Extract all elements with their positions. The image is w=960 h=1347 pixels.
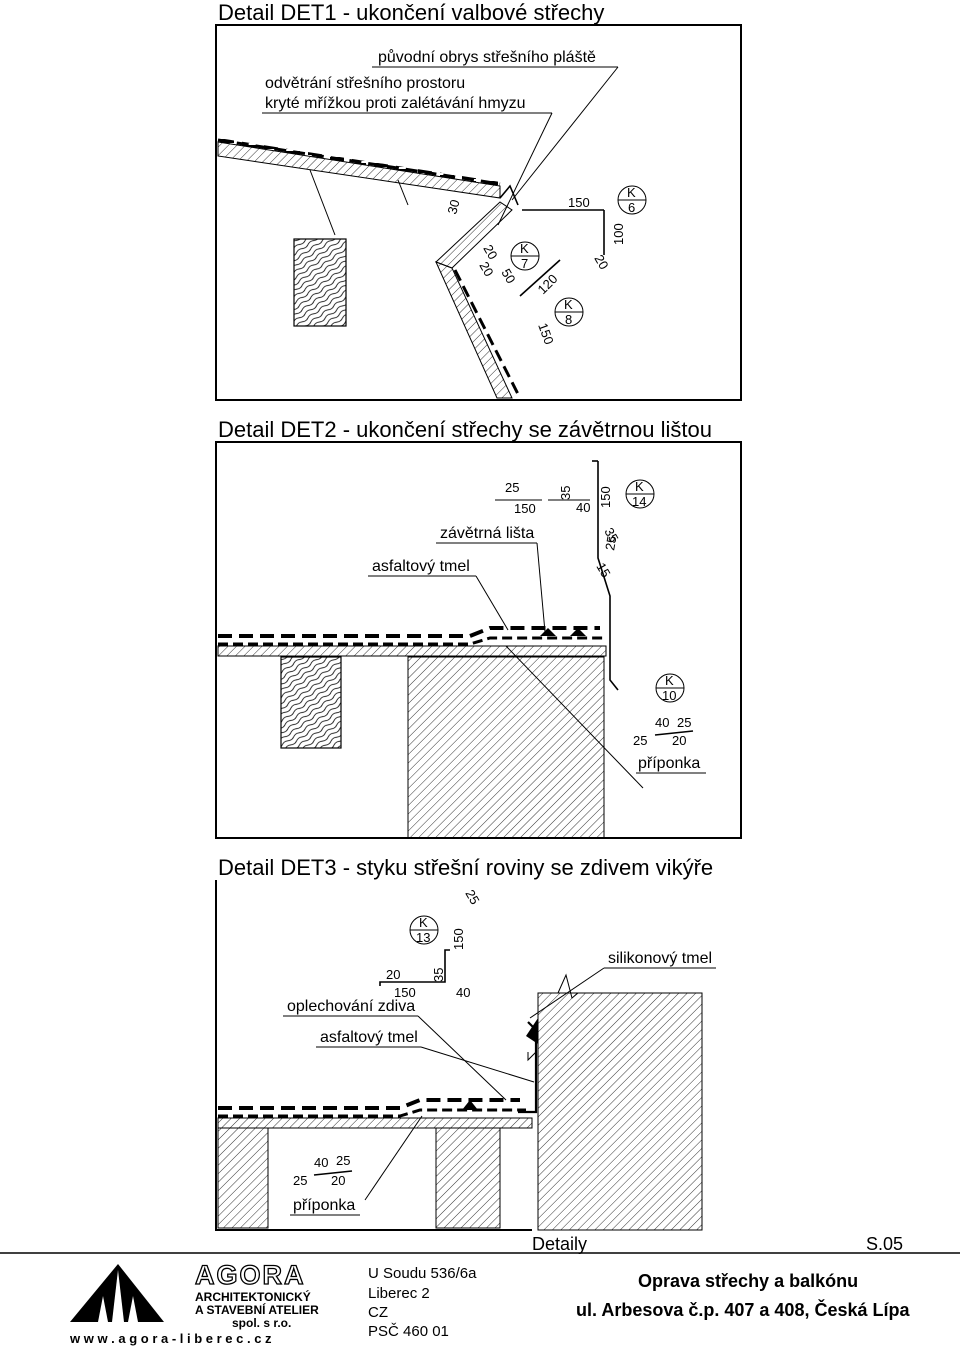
svg-text:14: 14	[632, 494, 646, 509]
det3-priponka-dims: 40 25 25 20	[293, 1153, 353, 1188]
det1-dim-100: 100	[611, 223, 626, 245]
det1-roof-slab	[217, 141, 501, 199]
det1-dim-150: 150	[568, 195, 590, 210]
det3-dim-20: 20	[386, 967, 400, 982]
det2-label-lista: závětrná lišta	[440, 525, 534, 542]
det2-marker-k10: K 10	[655, 673, 685, 703]
svg-text:25: 25	[677, 715, 691, 730]
det2-dim-35b: 35	[601, 525, 621, 545]
logo-line1: ARCHITEKTONICKÝ	[195, 1289, 311, 1304]
det3-marker-k13: K 13	[409, 915, 439, 945]
det2-marker-k14: K 14	[625, 479, 655, 509]
det1-rafter	[293, 238, 347, 327]
det3-label-silikon: silikonový tmel	[608, 950, 712, 967]
det1-dim-50: 50	[498, 266, 518, 286]
logo-line2: A STAVEBNÍ ATELIER	[195, 1302, 319, 1317]
det1-frame	[215, 24, 742, 401]
svg-text:K: K	[419, 915, 428, 930]
svg-text:K: K	[520, 241, 529, 256]
det1-marker-k6: K 6	[617, 185, 647, 215]
det2-priponka-dims: 40 25 25 20	[633, 715, 694, 748]
svg-text:20: 20	[331, 1173, 345, 1188]
det1-dim-20c: 20	[591, 252, 611, 272]
svg-text:40: 40	[314, 1155, 328, 1170]
det2-wall	[407, 656, 605, 839]
det3-wall	[537, 992, 703, 1231]
det3-flashing	[518, 1021, 538, 1114]
logo-name: AGORA	[195, 1260, 306, 1290]
det2-dim-40: 40	[576, 500, 590, 515]
det2-section: Detail DET2 - ukončení střechy se závětr…	[215, 417, 742, 839]
svg-text:K: K	[627, 185, 636, 200]
det1-label-vent1: odvětrání střešního prostoru	[265, 75, 465, 92]
tb-project-1: Oprava střechy a balkónu	[638, 1271, 858, 1291]
det1-slope-slab	[435, 261, 513, 399]
svg-text:25: 25	[336, 1153, 350, 1168]
tb-project-2: ul. Arbesova č.p. 407 a 408, Česká Lípa	[576, 1299, 910, 1320]
logo-line3: spol. s r.o.	[232, 1316, 291, 1330]
svg-text:25: 25	[293, 1173, 307, 1188]
det3-label-tmel: asfaltový tmel	[320, 1029, 418, 1046]
svg-text:7: 7	[521, 256, 528, 271]
agora-logo: AGORA ARCHITEKTONICKÝ A STAVEBNÍ ATELIER…	[69, 1259, 319, 1346]
det1-dim-20b: 20	[476, 259, 496, 279]
det3-dim-150b: 150	[394, 985, 416, 1000]
det2-title: Detail DET2 - ukončení střechy se závětr…	[218, 417, 712, 442]
det1-marker-k7: K 7	[510, 241, 540, 271]
svg-text:K: K	[635, 479, 644, 494]
svg-text:25: 25	[633, 733, 647, 748]
det1-label-vent2: kryté mřížkou proti zalétávání hmyzu	[265, 95, 526, 112]
det2-boarding	[217, 645, 607, 657]
det2-wind-bar	[597, 461, 619, 691]
det1-dim-30: 30	[444, 198, 462, 216]
tb-address-2: Liberec 2	[368, 1285, 430, 1302]
det1-dim-120: 120	[535, 271, 561, 297]
det1-dim-150b: 150	[535, 321, 557, 347]
det2-label-priponka: příponka	[638, 755, 700, 772]
svg-text:13: 13	[416, 930, 430, 945]
det3-dim-25: 25	[462, 887, 482, 907]
det3-frame	[215, 880, 532, 1231]
det3-label-oplech: oplechování zdiva	[287, 998, 415, 1015]
svg-text:40: 40	[655, 715, 669, 730]
det2-dim-25b: 25	[602, 535, 619, 552]
det3-title: Detail DET3 - styku střešní roviny se zd…	[218, 855, 713, 880]
det2-rafter	[280, 656, 342, 749]
svg-text:10: 10	[662, 688, 676, 703]
det3-dim-40: 40	[456, 985, 470, 1000]
det1-marker-k8: K 8	[554, 297, 584, 327]
tb-address-4: PSČ 460 01	[368, 1323, 449, 1340]
svg-text:K: K	[665, 673, 674, 688]
det2-dim-150b: 150	[598, 486, 613, 508]
det2-dim-35: 35	[558, 486, 573, 500]
det3-dim-150: 150	[451, 928, 466, 950]
tb-section: Detaily	[532, 1234, 587, 1254]
det1-dim-20a: 20	[480, 242, 500, 262]
det1-label-orig: původní obrys střešního pláště	[378, 48, 596, 66]
svg-text:8: 8	[565, 312, 572, 327]
det2-dim-15: 15	[593, 560, 613, 580]
det3-label-priponka: příponka	[293, 1197, 355, 1214]
det2-dim-25: 25	[505, 480, 519, 495]
svg-text:K: K	[564, 297, 573, 312]
det3-section: Detail DET3 - styku střešní roviny se zd…	[215, 855, 716, 1231]
det3-dim-35: 35	[431, 968, 446, 982]
det2-label-tmel: asfaltový tmel	[372, 558, 470, 575]
logo-web: w w w . a g o r a - l i b e r e c . c z	[69, 1331, 272, 1346]
det1-section: Detail DET1 - ukončení valbové střechy p…	[215, 0, 742, 401]
det1-title: Detail DET1 - ukončení valbové střechy	[218, 0, 604, 25]
tb-address-1: U Soudu 536/6a	[368, 1265, 477, 1282]
svg-text:20: 20	[672, 733, 686, 748]
tb-sheet: S.05	[866, 1234, 903, 1254]
svg-text:6: 6	[628, 200, 635, 215]
det3-boarding	[217, 1117, 533, 1129]
det2-dim-150: 150	[514, 501, 536, 516]
det3-rafter-left	[217, 1127, 269, 1229]
tb-address-3: CZ	[368, 1304, 388, 1321]
title-block: Detaily S.05 AGORA ARCHITEKTONICKÝ A STA…	[0, 1234, 960, 1346]
det3-rafter-right	[435, 1127, 501, 1229]
